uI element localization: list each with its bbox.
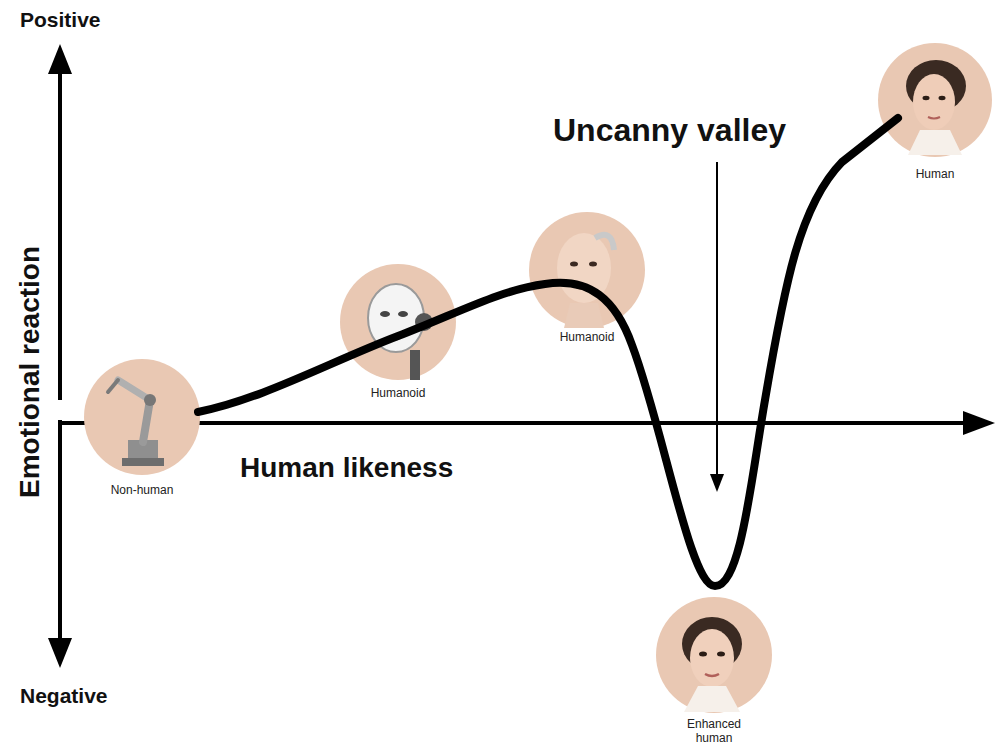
node-label: Human [916,167,955,181]
portrait-circle: Humanoid [340,264,456,400]
node-label: Enhanced human [674,717,754,745]
node-label: Humanoid [371,386,426,400]
node-label: Non-human [111,483,174,497]
non-human-icon [84,359,200,475]
portrait-circle: Enhanced human [656,597,772,745]
axes [48,44,995,668]
chart-label: Uncanny valley [553,112,786,149]
likeness-curve [198,118,898,586]
chart-label: Positive [20,8,101,32]
valley-pointer [710,162,724,492]
node-label: Humanoid [560,330,615,344]
portrait-circle: Non-human [84,359,200,497]
axis-title: Emotional reaction [14,246,46,498]
humanoid-android-icon [529,212,645,328]
human-icon [878,43,992,157]
enhanced-human-icon [656,597,772,713]
portrait-circle: Humanoid [529,212,645,344]
portrait-circle: Human [878,43,992,181]
chart-label: Negative [20,684,108,708]
chart-label: Human likeness [240,452,453,484]
